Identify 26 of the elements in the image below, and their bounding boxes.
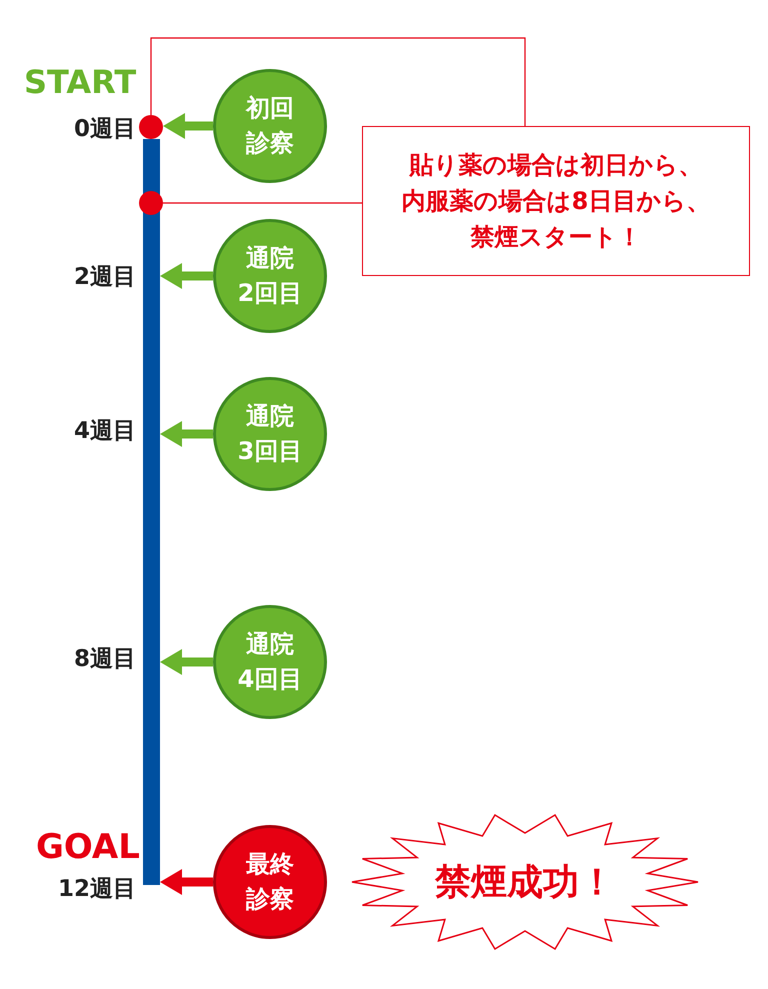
leader-line	[150, 37, 526, 126]
week-label: 4週目	[74, 420, 136, 443]
starburst	[350, 812, 700, 952]
arrow	[160, 869, 213, 895]
week-label: 8週目	[74, 648, 136, 671]
timeline-dot	[139, 115, 163, 139]
arrow	[160, 649, 213, 675]
week-label: 12週目	[58, 878, 136, 901]
arrow	[160, 421, 213, 447]
arrow	[160, 263, 213, 289]
visit-label: 最終診察	[244, 849, 295, 915]
arrow	[163, 113, 213, 139]
visit-label: 通院4回目	[236, 629, 304, 695]
week-label: 0週目	[74, 118, 136, 141]
leader-line	[163, 202, 362, 204]
visit-label: 初回診察	[244, 93, 295, 159]
week-label: 2週目	[74, 266, 136, 289]
milestone-label: START	[24, 66, 136, 98]
visit-label: 通院2回目	[236, 243, 304, 309]
note-box	[362, 126, 750, 276]
success-text: 禁煙成功！	[435, 860, 615, 904]
visit-label: 通院3回目	[236, 401, 304, 467]
note-text: 貼り薬の場合は初日から、内服薬の場合は8日目から、禁煙スタート！	[400, 150, 712, 253]
timeline-dot	[139, 191, 163, 215]
timeline-bar	[143, 139, 160, 885]
milestone-label: GOAL	[36, 830, 140, 864]
